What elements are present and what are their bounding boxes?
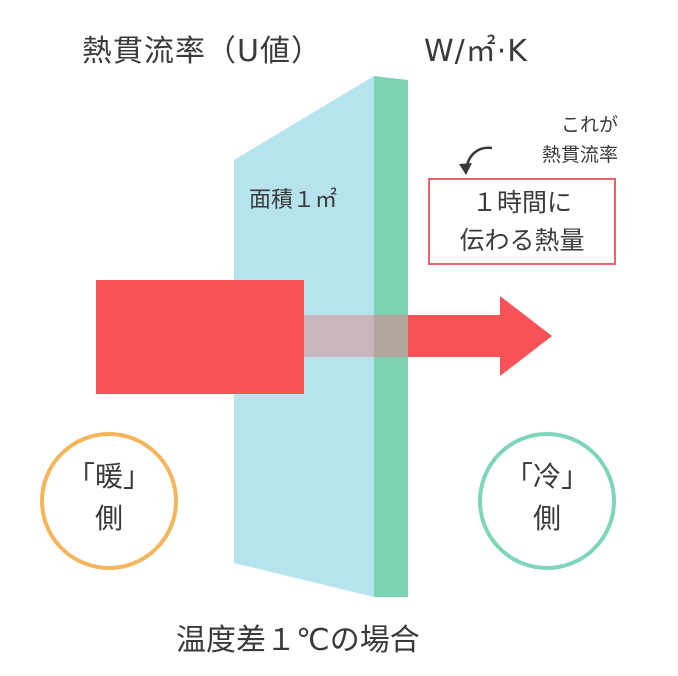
diagram-title: 熱貫流率（U値） — [82, 34, 322, 69]
heat-flow-through-edge — [374, 315, 408, 357]
heat-flow-through-glass — [304, 315, 374, 357]
cold-side-line-2: 側 — [532, 502, 561, 535]
cold-side-circle: 「冷」 側 — [478, 432, 616, 570]
note-box-line-2: 伝わる熱量 — [459, 226, 585, 255]
cold-side-line-1: 「冷」 — [504, 460, 589, 493]
curved-pointer-arrowhead — [459, 163, 472, 175]
note-line-2: 熱貫流率 — [541, 144, 618, 166]
heat-source-block — [96, 280, 304, 394]
area-label: 面積１㎡ — [249, 188, 338, 213]
temperature-condition: 温度差１℃の場合 — [176, 623, 420, 658]
warm-side-line-1: 「暖」 — [66, 460, 151, 493]
note-label: これが 熱貫流率 — [478, 110, 618, 170]
note-line-1: これが — [560, 114, 618, 136]
warm-side-line-2: 側 — [94, 502, 123, 535]
unit-label: W/㎡·K — [424, 34, 528, 69]
note-box-line-1: １時間に — [471, 188, 572, 217]
heat-arrow — [408, 296, 552, 376]
note-box: １時間に 伝わる熱量 — [428, 178, 616, 265]
warm-side-circle: 「暖」 側 — [40, 432, 178, 570]
